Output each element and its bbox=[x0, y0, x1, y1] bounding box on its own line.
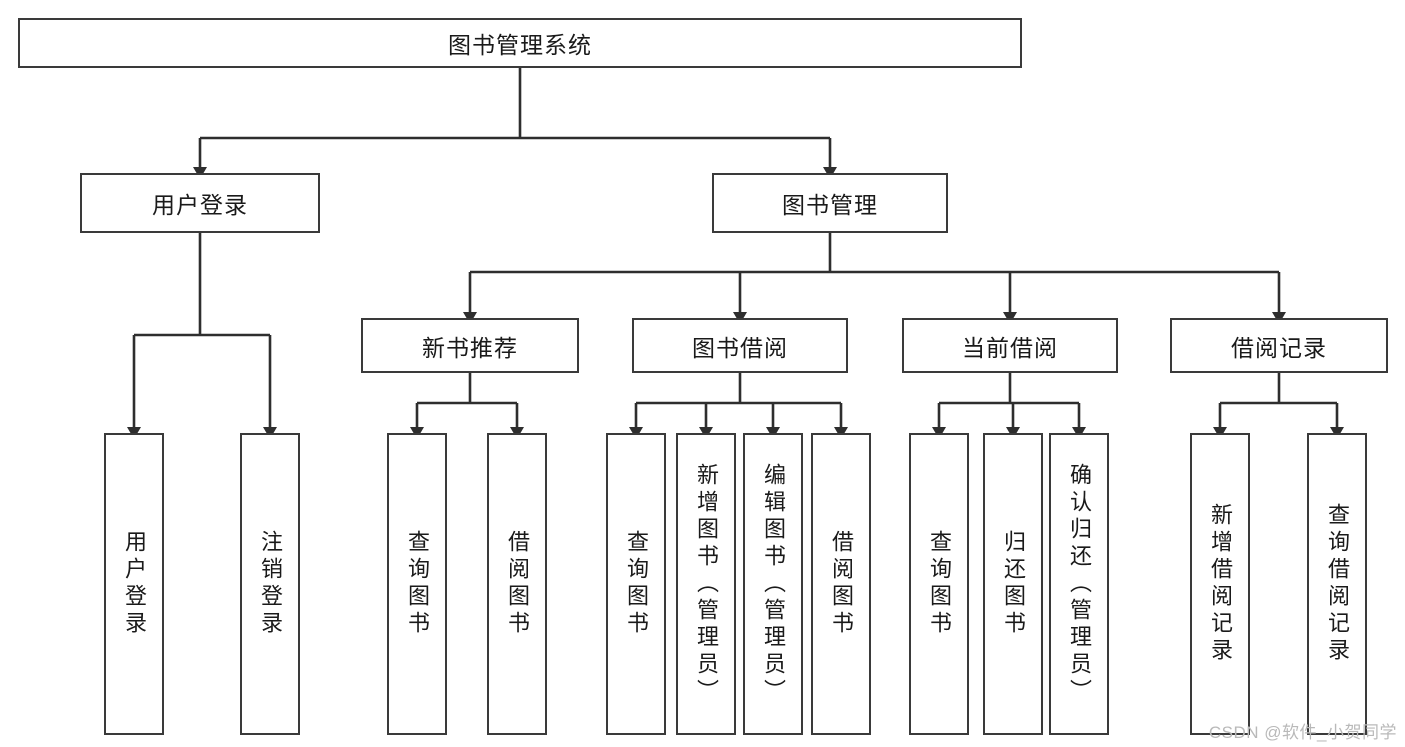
node-label: 用户登录 bbox=[152, 192, 248, 218]
node-leaf-add-record[interactable]: 新增借阅记录 bbox=[1190, 433, 1250, 735]
node-label: 图书借阅 bbox=[692, 334, 788, 361]
node-label-vertical: 借阅图书 bbox=[829, 530, 854, 638]
node-current-borrow[interactable]: 当前借阅 bbox=[902, 318, 1118, 373]
node-new-book-rec[interactable]: 新书推荐 bbox=[361, 318, 579, 373]
node-label-vertical: 查询图书 bbox=[405, 530, 430, 638]
node-leaf-query-book-3[interactable]: 查询图书 bbox=[909, 433, 969, 735]
node-leaf-return-book[interactable]: 归还图书 bbox=[983, 433, 1043, 735]
node-label-vertical: 借阅图书 bbox=[505, 530, 530, 638]
node-book-manage[interactable]: 图书管理 bbox=[712, 173, 948, 233]
watermark-text: CSDN @软件_小贺同学 bbox=[1208, 723, 1397, 742]
node-label-vertical: 查询借阅记录 bbox=[1325, 503, 1350, 665]
node-label: 当前借阅 bbox=[962, 334, 1058, 361]
node-leaf-add-book[interactable]: 新增图书（管理员） bbox=[676, 433, 736, 735]
node-label-vertical: 编辑图书（管理员） bbox=[761, 462, 786, 706]
edge-lines bbox=[127, 68, 1344, 439]
node-leaf-user-login[interactable]: 用户登录 bbox=[104, 433, 164, 735]
node-label-vertical: 注销登录 bbox=[258, 530, 283, 638]
node-leaf-edit-book[interactable]: 编辑图书（管理员） bbox=[743, 433, 803, 735]
node-label-vertical: 归还图书 bbox=[1001, 530, 1026, 638]
node-borrow-record[interactable]: 借阅记录 bbox=[1170, 318, 1388, 373]
node-leaf-borrow-book-1[interactable]: 借阅图书 bbox=[487, 433, 547, 735]
node-label: 图书管理 bbox=[782, 192, 878, 218]
node-label: 借阅记录 bbox=[1231, 334, 1327, 361]
node-label-vertical: 新增借阅记录 bbox=[1208, 503, 1233, 665]
node-leaf-query-book-1[interactable]: 查询图书 bbox=[387, 433, 447, 735]
node-user-login[interactable]: 用户登录 bbox=[80, 173, 320, 233]
node-book-borrow[interactable]: 图书借阅 bbox=[632, 318, 848, 373]
node-label: 图书管理系统 bbox=[448, 32, 592, 58]
node-leaf-query-book-2[interactable]: 查询图书 bbox=[606, 433, 666, 735]
node-root[interactable]: 图书管理系统 bbox=[18, 18, 1022, 68]
node-label-vertical: 用户登录 bbox=[122, 530, 147, 638]
node-label-vertical: 新增图书（管理员） bbox=[694, 462, 719, 706]
node-leaf-borrow-book-2[interactable]: 借阅图书 bbox=[811, 433, 871, 735]
node-label-vertical: 确认归还（管理员） bbox=[1067, 462, 1092, 706]
node-label-vertical: 查询图书 bbox=[624, 530, 649, 638]
node-leaf-user-logout[interactable]: 注销登录 bbox=[240, 433, 300, 735]
node-leaf-query-record[interactable]: 查询借阅记录 bbox=[1307, 433, 1367, 735]
node-leaf-confirm-return[interactable]: 确认归还（管理员） bbox=[1049, 433, 1109, 735]
node-label: 新书推荐 bbox=[422, 334, 518, 361]
node-label-vertical: 查询图书 bbox=[927, 530, 952, 638]
